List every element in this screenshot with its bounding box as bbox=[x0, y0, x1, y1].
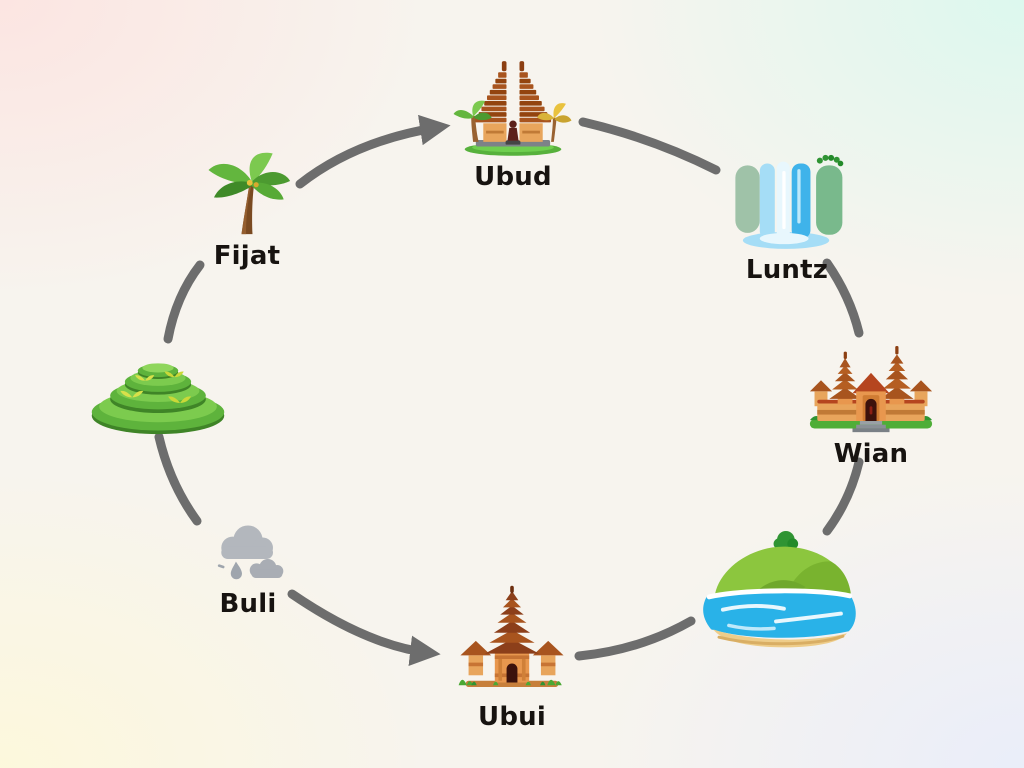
node-ubud: Ubud bbox=[433, 45, 593, 192]
node-label-buli: Buli bbox=[219, 589, 277, 619]
node-label-ubud: Ubud bbox=[474, 162, 552, 192]
connector-wian-beach bbox=[822, 457, 864, 536]
node-wian: Wian bbox=[791, 334, 951, 469]
node-label-fijat: Fijat bbox=[213, 241, 281, 271]
connector-terraces-fijat bbox=[163, 260, 205, 344]
node-beach bbox=[693, 531, 861, 649]
pagoda-temple-icon bbox=[458, 585, 564, 688]
node-label-wian: Wian bbox=[833, 439, 909, 469]
node-luntz: Luntz bbox=[707, 152, 867, 285]
temple-complex-icon bbox=[809, 346, 933, 433]
node-label-luntz: Luntz bbox=[745, 255, 829, 285]
connector-beach-ubui bbox=[574, 616, 696, 661]
waterfall-icon bbox=[735, 154, 844, 249]
connector-ubud-luntz bbox=[578, 117, 721, 175]
node-label-ubui: Ubui bbox=[478, 702, 546, 732]
split-gate-temple-icon bbox=[453, 61, 572, 156]
rain-cloud-icon bbox=[217, 525, 284, 580]
node-fijat: Fijat bbox=[167, 148, 327, 271]
node-ubui: Ubui bbox=[432, 583, 592, 732]
island-beach-icon bbox=[703, 531, 856, 648]
node-terraces bbox=[83, 344, 233, 436]
rice-terraces-icon bbox=[91, 363, 225, 435]
palm-tree-icon bbox=[208, 152, 291, 235]
node-buli: Buli bbox=[168, 522, 328, 619]
connector-terraces-buli bbox=[154, 432, 202, 526]
